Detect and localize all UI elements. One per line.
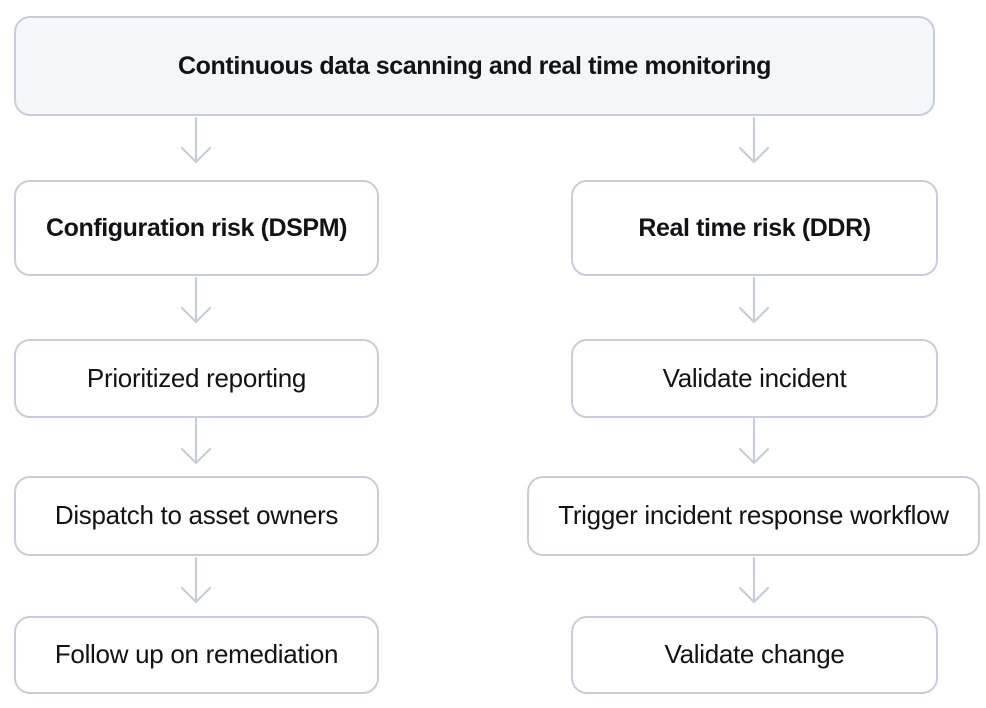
node-prioritized-reporting: Prioritized reporting xyxy=(14,339,379,418)
arrow-down-icon xyxy=(738,277,770,324)
arrow-down-icon xyxy=(180,557,212,604)
arrow-down-icon xyxy=(738,418,770,465)
arrow-down-icon xyxy=(180,277,212,324)
node-configuration-risk-dspm: Configuration risk (DSPM) xyxy=(14,180,379,276)
node-validate-change: Validate change xyxy=(571,616,938,694)
node-follow-up-on-remediation: Follow up on remediation xyxy=(14,616,379,694)
arrow-down-icon xyxy=(180,117,212,164)
arrow-down-icon xyxy=(738,117,770,164)
node-validate-incident: Validate incident xyxy=(571,339,938,418)
arrow-down-icon xyxy=(180,418,212,465)
root-node: Continuous data scanning and real time m… xyxy=(14,16,935,116)
node-dispatch-to-asset-owners: Dispatch to asset owners xyxy=(14,476,379,556)
node-real-time-risk-ddr: Real time risk (DDR) xyxy=(571,180,938,276)
arrow-down-icon xyxy=(738,557,770,604)
node-trigger-incident-response-workflow: Trigger incident response workflow xyxy=(527,476,980,556)
